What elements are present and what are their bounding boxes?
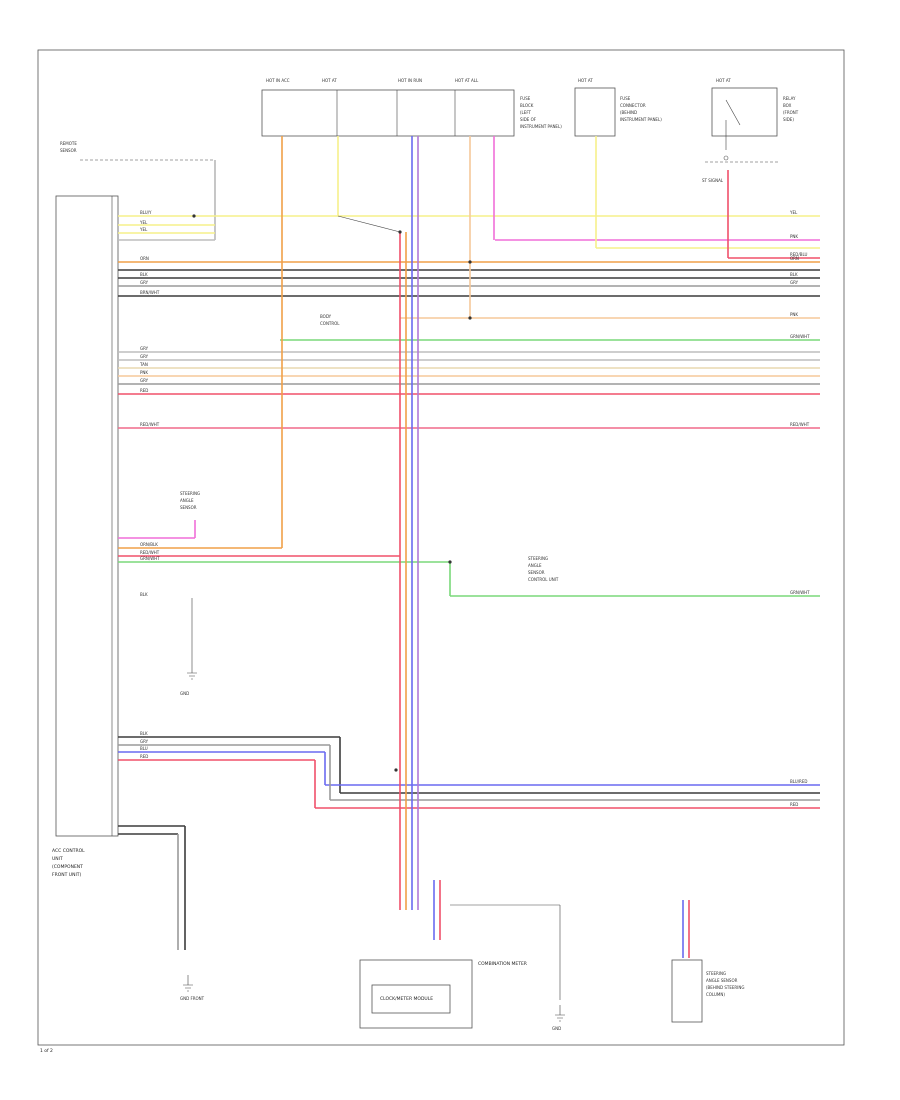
svg-text:(FRONT: (FRONT — [783, 110, 799, 115]
splice-dots — [192, 214, 472, 772]
fuse-box-2 — [574, 87, 616, 137]
svg-text:RED/WHT: RED/WHT — [140, 422, 160, 427]
svg-text:ORN/BLK: ORN/BLK — [140, 542, 158, 547]
svg-text:CLOCK/METER MODULE: CLOCK/METER MODULE — [380, 996, 433, 1002]
svg-text:(COMPONENT: (COMPONENT — [52, 864, 83, 870]
svg-text:GRN/WHT: GRN/WHT — [140, 556, 160, 561]
svg-text:(BEHIND STEERING: (BEHIND STEERING — [706, 985, 744, 990]
svg-text:PNK: PNK — [790, 312, 798, 317]
svg-text:HOT IN ACC: HOT IN ACC — [266, 78, 290, 83]
svg-text:(LEFT: (LEFT — [520, 110, 532, 115]
svg-text:HOT AT: HOT AT — [578, 78, 593, 83]
svg-text:SENSOR: SENSOR — [60, 148, 77, 153]
svg-text:TAN: TAN — [139, 362, 148, 367]
svg-text:FUSE: FUSE — [520, 96, 531, 101]
main-unit-block — [55, 195, 119, 837]
svg-text:GRY: GRY — [140, 354, 149, 359]
svg-text:RED/BLU: RED/BLU — [790, 252, 808, 257]
svg-text:RED: RED — [140, 388, 148, 393]
svg-text:HOT AT ALL: HOT AT ALL — [455, 78, 479, 83]
svg-text:ANGLE SENSOR: ANGLE SENSOR — [706, 978, 738, 983]
svg-text:GND FRONT: GND FRONT — [180, 996, 205, 1001]
svg-text:SENSOR: SENSOR — [180, 505, 197, 510]
svg-text:GRY: GRY — [140, 346, 149, 351]
svg-text:GRY: GRY — [140, 280, 149, 285]
svg-text:BLU/Y: BLU/Y — [140, 210, 152, 215]
svg-text:BOX: BOX — [783, 103, 792, 108]
svg-text:GND: GND — [552, 1026, 561, 1031]
svg-text:YEL: YEL — [139, 220, 148, 225]
wire-labels: BLU/Y YEL YEL ORN BLK GRY BRN/WHT GRY GR… — [139, 210, 810, 807]
svg-text:GRY: GRY — [790, 280, 799, 285]
combination-meter — [359, 959, 473, 1029]
svg-text:INSTRUMENT PANEL): INSTRUMENT PANEL) — [620, 117, 662, 122]
svg-text:CONNECTOR: CONNECTOR — [620, 103, 646, 108]
svg-text:FRONT UNIT): FRONT UNIT) — [52, 872, 82, 878]
ground-symbols: GND FRONT GND GND — [180, 665, 565, 1031]
svg-text:STEERING: STEERING — [706, 971, 726, 976]
svg-text:RED/WHT: RED/WHT — [140, 550, 160, 555]
svg-text:SIDE): SIDE) — [783, 117, 794, 122]
svg-text:RED/WHT: RED/WHT — [790, 422, 810, 427]
svg-text:BLK: BLK — [140, 272, 148, 277]
svg-text:RED: RED — [790, 802, 798, 807]
svg-text:CONTROL UNIT: CONTROL UNIT — [528, 577, 559, 582]
svg-text:BLK: BLK — [790, 272, 798, 277]
svg-text:PNK: PNK — [140, 370, 148, 375]
sensor-module — [671, 959, 703, 1023]
fuse-box-1 — [261, 89, 515, 137]
footer-id: 1 of 2 — [40, 1048, 53, 1054]
svg-text:(BEHIND: (BEHIND — [620, 110, 637, 115]
svg-text:ANGLE: ANGLE — [528, 563, 542, 568]
svg-text:GRN/WHT: GRN/WHT — [790, 590, 810, 595]
svg-text:BODY: BODY — [320, 314, 332, 319]
svg-text:BLU/RED: BLU/RED — [790, 779, 807, 784]
svg-text:ACC CONTROL: ACC CONTROL — [52, 848, 85, 854]
svg-text:FUSE: FUSE — [620, 96, 631, 101]
main-unit-label: ACC CONTROL UNIT (COMPONENT FRONT UNIT) — [52, 848, 85, 878]
svg-text:GRY: GRY — [140, 378, 149, 383]
svg-text:UNIT: UNIT — [52, 856, 63, 862]
svg-text:ORN: ORN — [790, 256, 799, 261]
svg-text:ANGLE: ANGLE — [180, 498, 194, 503]
svg-text:RELAY: RELAY — [783, 96, 796, 101]
svg-text:GRN/WHT: GRN/WHT — [790, 334, 810, 339]
svg-text:CONTROL: CONTROL — [320, 321, 340, 326]
svg-text:GND: GND — [180, 691, 189, 696]
svg-text:ST SIGNAL: ST SIGNAL — [702, 178, 724, 183]
svg-text:SENSOR: SENSOR — [528, 570, 545, 575]
svg-text:GRY: GRY — [140, 739, 149, 744]
svg-text:YEL: YEL — [789, 210, 798, 215]
svg-text:SIDE OF: SIDE OF — [520, 117, 537, 122]
svg-text:RED: RED — [140, 754, 148, 759]
svg-text:BRN/WHT: BRN/WHT — [140, 290, 160, 295]
svg-text:INSTRUMENT PANEL): INSTRUMENT PANEL) — [520, 124, 562, 129]
svg-text:STEERING: STEERING — [180, 491, 200, 496]
svg-text:BLK: BLK — [140, 592, 148, 597]
vertical-wires — [177, 136, 729, 1000]
diagram-frame — [37, 49, 845, 1046]
horizontal-wires — [118, 215, 820, 835]
svg-text:STEERING: STEERING — [528, 556, 548, 561]
svg-text:BLOCK: BLOCK — [520, 103, 534, 108]
svg-text:BLK: BLK — [140, 731, 148, 736]
svg-text:BLU: BLU — [140, 746, 148, 751]
svg-text:PNK: PNK — [790, 234, 798, 239]
svg-text:HOT AT: HOT AT — [322, 78, 337, 83]
svg-text:ORN: ORN — [140, 256, 149, 261]
svg-text:REMOTE: REMOTE — [60, 141, 77, 146]
svg-text:HOT IN RUN: HOT IN RUN — [398, 78, 422, 83]
svg-text:COMBINATION METER: COMBINATION METER — [478, 961, 527, 967]
svg-text:COLUMN): COLUMN) — [706, 992, 725, 997]
svg-text:YEL: YEL — [139, 227, 148, 232]
relay-box — [711, 87, 778, 137]
svg-text:HOT AT: HOT AT — [716, 78, 731, 83]
